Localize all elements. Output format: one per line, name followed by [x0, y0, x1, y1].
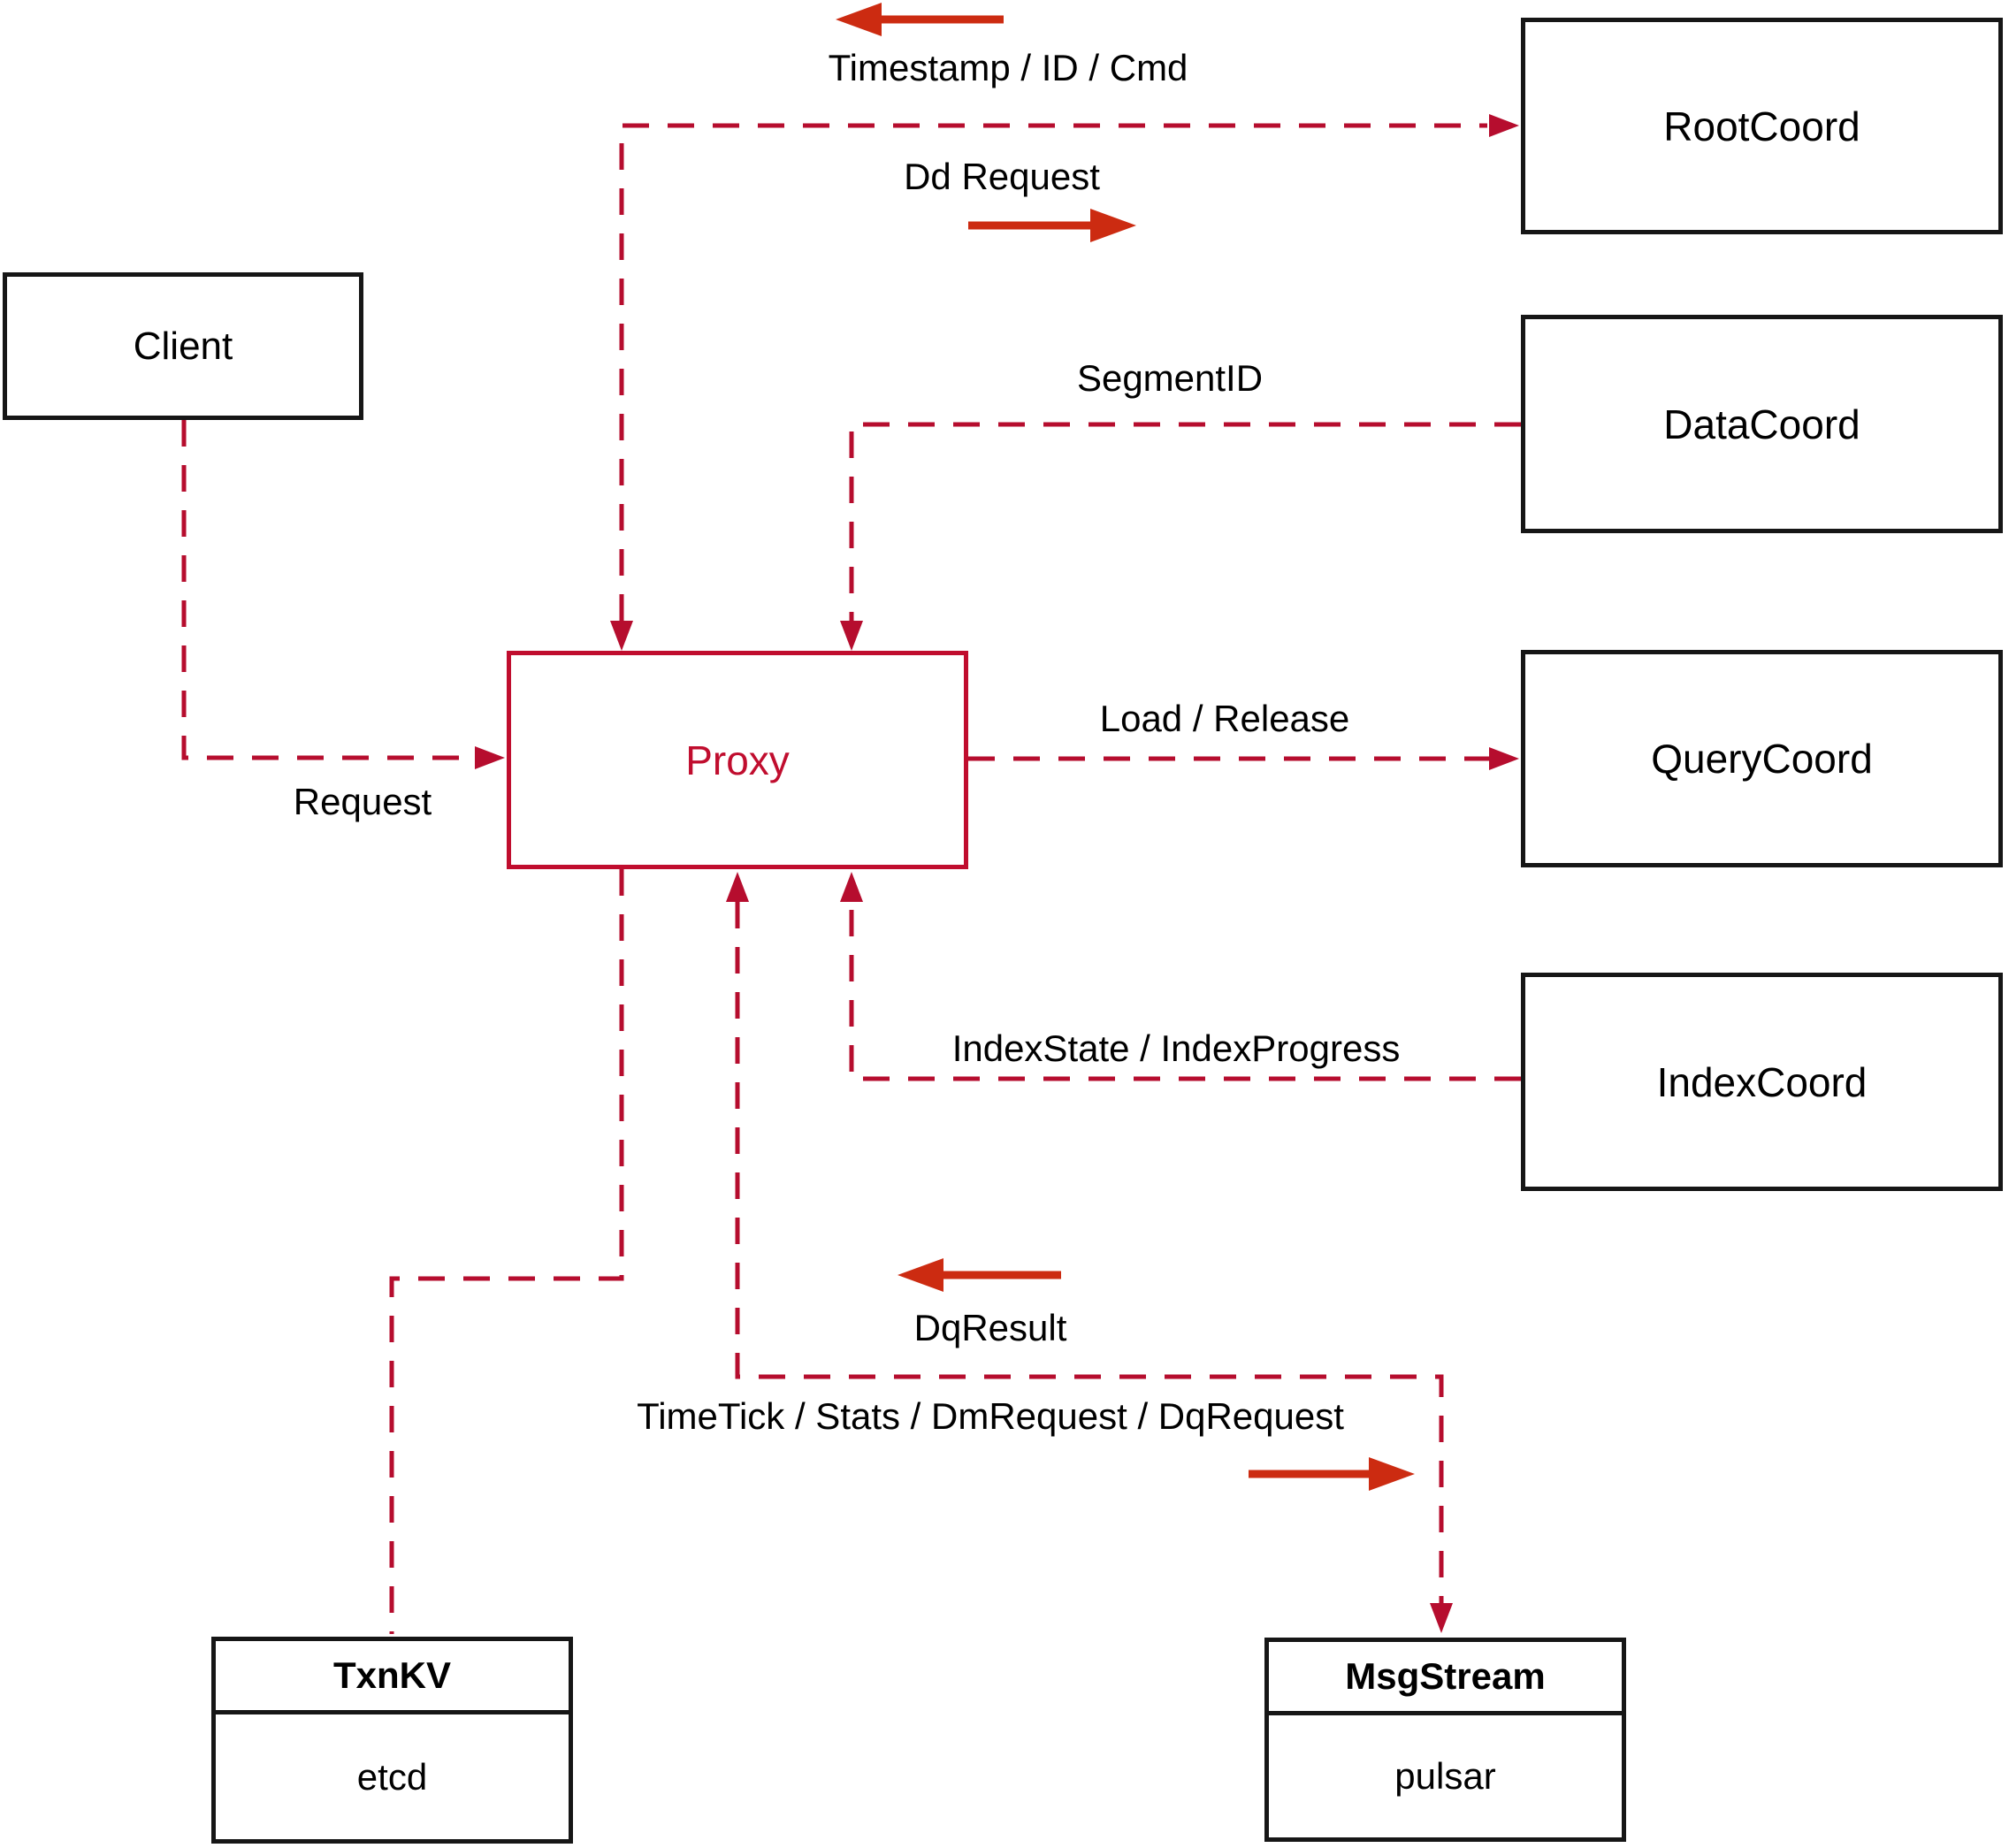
arrowhead-into-rootcoord — [1489, 114, 1519, 137]
timestamp-edge-label: Timestamp / ID / Cmd — [828, 47, 1188, 88]
client-label: Client — [133, 324, 233, 368]
datacoord-label: DataCoord — [1663, 401, 1860, 447]
txnkv-impl: etcd — [356, 1755, 428, 1798]
edge-indexcoord-proxy — [840, 872, 1521, 1081]
client-node: Client — [3, 272, 363, 420]
edge-datacoord-proxy — [840, 422, 1521, 651]
arrowhead-into-proxy-top-left — [610, 621, 633, 651]
msgstream-impl: pulsar — [1394, 1755, 1496, 1797]
querycoord-node: QueryCoord — [1521, 650, 2003, 867]
dd-request-edge-label: Dd Request — [904, 156, 1100, 197]
proxy-label: Proxy — [685, 737, 790, 783]
dq-result-direction-arrow-left — [898, 1258, 1061, 1292]
edge-proxy-querycoord — [968, 747, 1519, 770]
time-tick-edge-label: TimeTick / Stats / DmRequest / DqRequest — [637, 1395, 1344, 1437]
request-edge-label: Request — [293, 781, 432, 822]
arrowhead-into-proxy-bottom-left — [726, 872, 749, 902]
arrowhead-into-proxy-top-right — [840, 621, 863, 651]
edge-proxy-msgstream — [726, 872, 1453, 1633]
edge-proxy-txnkv — [389, 869, 624, 1634]
msgstream-node: MsgStream pulsar — [1264, 1638, 1626, 1842]
proxy-node: Proxy — [507, 651, 968, 869]
datacoord-node: DataCoord — [1521, 315, 2003, 533]
msgstream-title: MsgStream — [1269, 1642, 1622, 1715]
arrowhead-into-msgstream — [1430, 1603, 1453, 1633]
txnkv-title: TxnKV — [216, 1641, 569, 1714]
txnkv-node: TxnKV etcd — [211, 1637, 573, 1844]
indexcoord-label: IndexCoord — [1656, 1058, 1868, 1105]
dq-result-edge-label: DqResult — [913, 1307, 1067, 1348]
dd-request-direction-arrow-right — [968, 209, 1136, 242]
index-state-edge-label: IndexState / IndexProgress — [951, 1027, 1401, 1069]
querycoord-label: QueryCoord — [1651, 736, 1873, 782]
load-release-edge-label: Load / Release — [1099, 698, 1350, 739]
arrowhead-into-proxy-bottom-right — [840, 872, 863, 902]
edge-client-proxy — [181, 420, 505, 769]
arrowhead-into-proxy-left — [475, 746, 505, 769]
indexcoord-node: IndexCoord — [1521, 973, 2003, 1191]
edge-proxy-rootcoord — [610, 114, 1519, 651]
arrowhead-into-querycoord — [1489, 747, 1519, 770]
timestamp-direction-arrow-left — [836, 3, 1004, 36]
rootcoord-node: RootCoord — [1521, 18, 2003, 234]
rootcoord-label: RootCoord — [1663, 103, 1860, 149]
segment-id-edge-label: SegmentID — [1076, 357, 1264, 399]
time-tick-direction-arrow-right — [1249, 1457, 1415, 1491]
